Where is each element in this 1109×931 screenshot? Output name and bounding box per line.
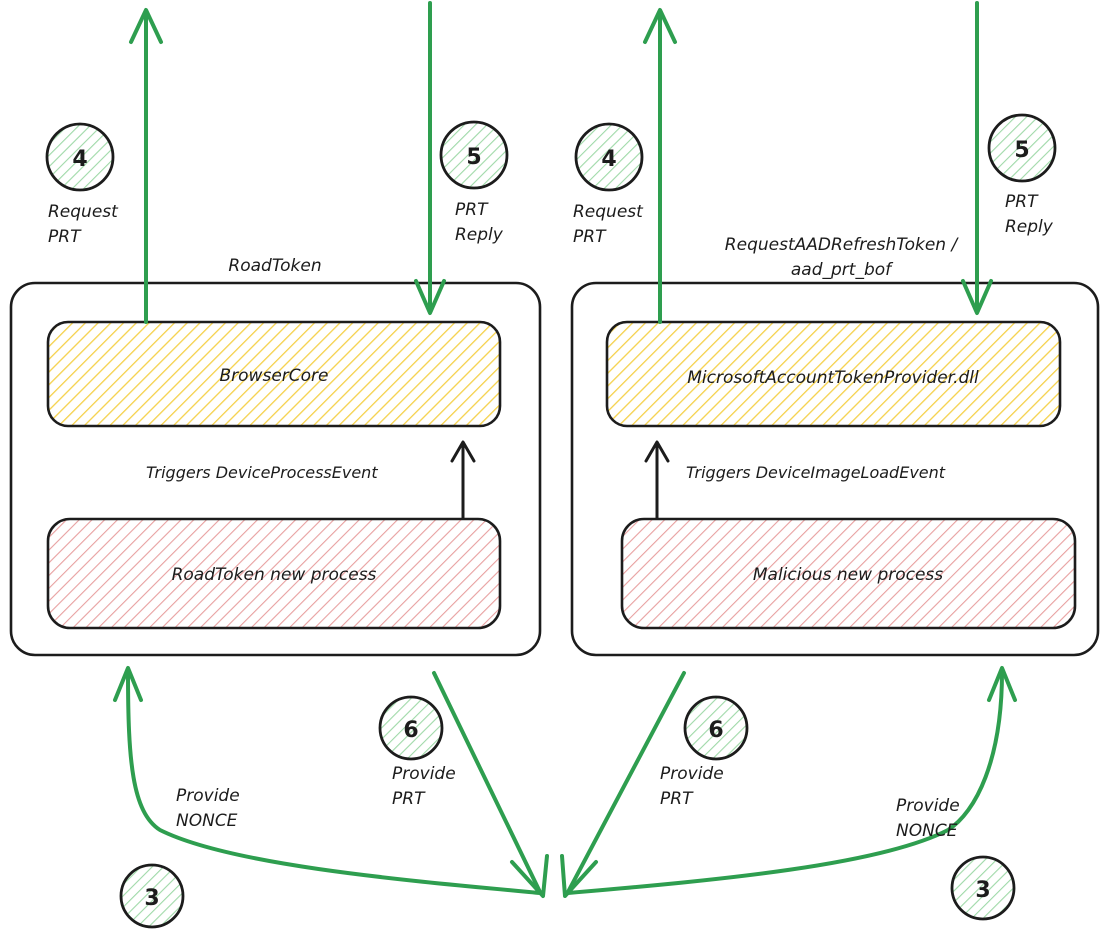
step-label-line1: Provide bbox=[896, 796, 960, 816]
left-process-label: RoadToken new process bbox=[172, 565, 377, 585]
step-label-line1: PRT bbox=[455, 200, 489, 220]
step-badge-right-provide-prt[interactable]: 6 Provide PRT bbox=[660, 695, 749, 809]
step-label-line2: PRT bbox=[392, 789, 426, 809]
step-badge-right-request-prt[interactable]: 4 Request PRT bbox=[573, 122, 644, 247]
right-container-title-line2: aad_prt_bof bbox=[791, 260, 894, 280]
step-badge-left-provide-prt[interactable]: 6 Provide PRT bbox=[378, 695, 456, 809]
step-label-line1: Request bbox=[573, 202, 644, 222]
left-process-box bbox=[46, 517, 502, 630]
left-trigger-arrow-icon bbox=[450, 440, 476, 520]
right-process-box bbox=[620, 517, 1077, 630]
right-provide-prt-arrow-icon bbox=[560, 671, 686, 898]
right-prt-reply-arrow-icon bbox=[961, 1, 993, 315]
step-label-line2: NONCE bbox=[896, 821, 958, 841]
left-browsercore-label: BrowserCore bbox=[220, 366, 329, 386]
step-label-line2: Reply bbox=[455, 225, 504, 245]
step-number: 4 bbox=[601, 147, 616, 172]
right-panel-group: MicrosoftAccountTokenProvider.dll Malici… bbox=[570, 235, 1100, 657]
step-badge-right-provide-nonce[interactable]: 3 Provide NONCE bbox=[896, 796, 1016, 921]
step-number: 5 bbox=[466, 145, 481, 170]
step-label-line2: NONCE bbox=[176, 811, 238, 831]
step-badge-right-prt-reply[interactable]: 5 PRT Reply bbox=[987, 113, 1057, 237]
right-trigger-label: Triggers DeviceImageLoadEvent bbox=[686, 463, 946, 482]
right-tokenprovider-label: MicrosoftAccountTokenProvider.dll bbox=[687, 368, 979, 388]
step-label-line2: Reply bbox=[1005, 217, 1054, 237]
right-process-label: Malicious new process bbox=[753, 565, 943, 585]
step-label-line1: Provide bbox=[392, 764, 456, 784]
left-provide-nonce-arrow-icon bbox=[113, 666, 542, 895]
step-number: 6 bbox=[403, 718, 418, 743]
left-provide-prt-arrow-icon bbox=[432, 671, 549, 898]
left-prt-reply-arrow-icon bbox=[414, 1, 446, 315]
right-trigger-arrow-icon bbox=[644, 440, 670, 520]
left-browsercore-box bbox=[46, 320, 502, 428]
right-provide-nonce-arrow-icon bbox=[566, 666, 1017, 895]
left-container-title: RoadToken bbox=[228, 256, 321, 276]
step-label-line2: PRT bbox=[48, 227, 82, 247]
step-label-line1: Provide bbox=[176, 786, 240, 806]
step-badge-left-request-prt[interactable]: 4 Request PRT bbox=[45, 122, 119, 247]
left-request-prt-arrow-icon bbox=[129, 8, 163, 324]
step-badge-left-provide-nonce[interactable]: 3 Provide NONCE bbox=[119, 786, 240, 929]
left-panel-group: BrowserCore RoadToken new process Trigge… bbox=[9, 256, 542, 657]
step-label-line1: Request bbox=[48, 202, 119, 222]
step-number: 3 bbox=[144, 886, 159, 911]
step-label-line1: PRT bbox=[1005, 192, 1039, 212]
right-container-title-line1: RequestAADRefreshToken / bbox=[725, 235, 960, 255]
step-number: 5 bbox=[1014, 138, 1029, 163]
right-request-prt-arrow-icon bbox=[643, 8, 677, 324]
step-number: 6 bbox=[708, 718, 723, 743]
step-label-line2: PRT bbox=[660, 789, 694, 809]
left-trigger-label: Triggers DeviceProcessEvent bbox=[146, 463, 378, 482]
step-label-line2: PRT bbox=[573, 227, 607, 247]
step-number: 3 bbox=[975, 878, 990, 903]
step-badge-left-prt-reply[interactable]: 5 PRT Reply bbox=[439, 120, 509, 245]
step-label-line1: Provide bbox=[660, 764, 724, 784]
right-tokenprovider-box bbox=[605, 320, 1062, 428]
step-number: 4 bbox=[72, 147, 87, 172]
